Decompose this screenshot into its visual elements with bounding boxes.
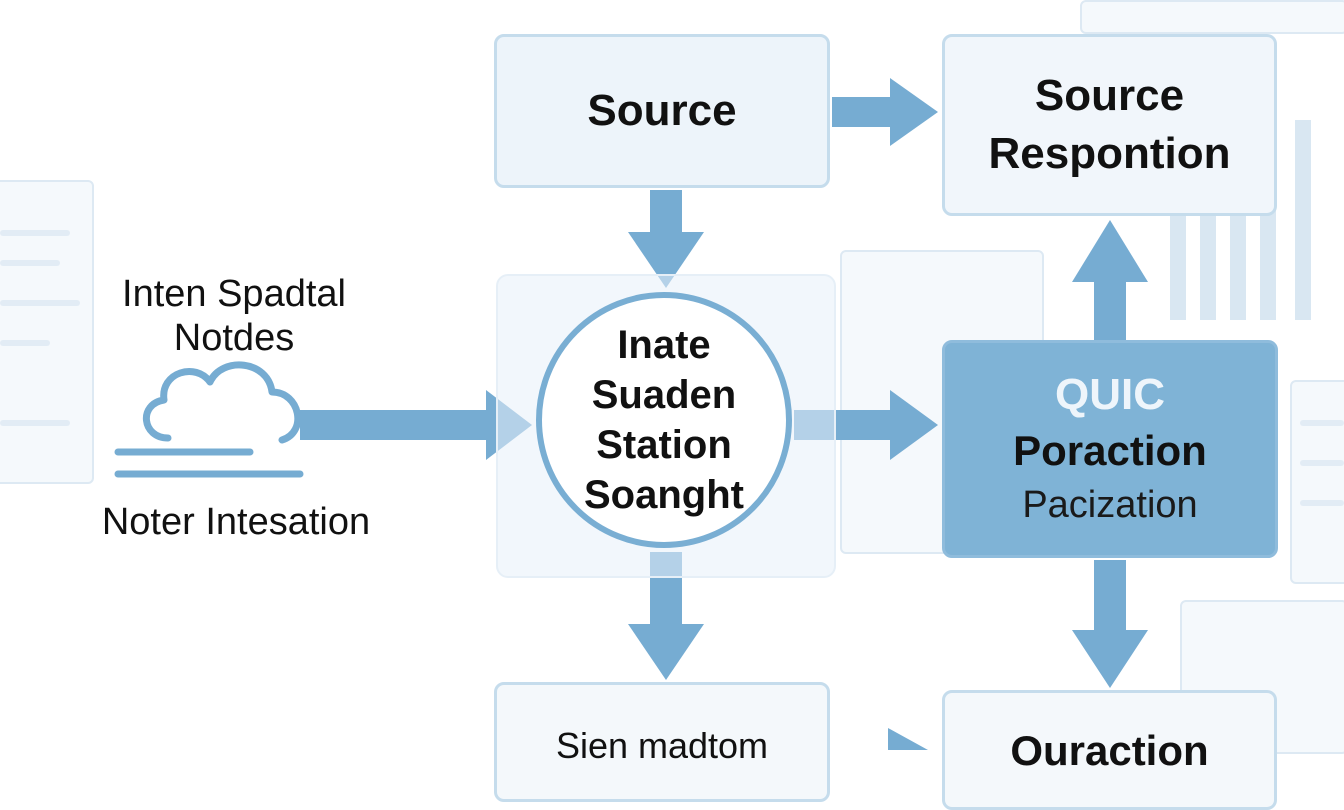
arrow-center-to-bottom-head [628, 624, 704, 680]
arrow-quic-to-bottom [1094, 560, 1126, 634]
spatial-nodes-label: Inten Spadtal Notdes [96, 272, 372, 360]
center-line-1: Inate [617, 323, 711, 367]
quic-line-3: Pacization [1022, 484, 1198, 526]
bottom-left-label: Sien madtom [555, 725, 769, 766]
quic-title: QUIC [1055, 370, 1165, 419]
arrow-quic-to-response-head [1072, 220, 1148, 282]
center-line-2: Suaden [591, 373, 737, 417]
arrow-quic-to-bottom-head [1072, 630, 1148, 688]
source-box: Source [494, 34, 830, 188]
quic-box: QUIC Poraction Pacization [942, 340, 1278, 558]
bottom-right-box: Ouraction [942, 690, 1277, 810]
source-label: Source [587, 86, 737, 135]
arrow-quic-to-response [1094, 278, 1126, 340]
source-response-line-2: Respontion [988, 129, 1231, 178]
bottom-left-box: Sien madtom [494, 682, 830, 802]
arrow-source-to-center-head [628, 232, 704, 288]
center-line-3: Station [596, 423, 732, 467]
bottom-right-label: Ouraction [1010, 727, 1209, 774]
spatial-nodes-line-2: Notdes [173, 317, 295, 359]
arrow-source-to-response-head [890, 78, 938, 146]
noter-label: Noter Intesation [101, 501, 371, 543]
arrow-center-to-quic-head [890, 390, 938, 460]
spatial-nodes-line-1: Inten Spadtal [122, 273, 346, 315]
arrow-cloud-to-center [300, 410, 490, 440]
connector-arrows [114, 78, 1148, 750]
center-node: Inate Suaden Station Soanght [536, 292, 792, 548]
center-line-4: Soanght [584, 473, 744, 517]
cloud-icon [114, 361, 304, 478]
source-response-box: Source Respontion [942, 34, 1277, 216]
source-response-line-1: Source [1034, 71, 1185, 120]
quic-line-2: Poraction [1013, 427, 1207, 474]
arrow-source-to-response [832, 97, 894, 127]
arrow-source-to-center [650, 190, 682, 234]
arrow-bottom-left-to-right-head [888, 728, 928, 750]
